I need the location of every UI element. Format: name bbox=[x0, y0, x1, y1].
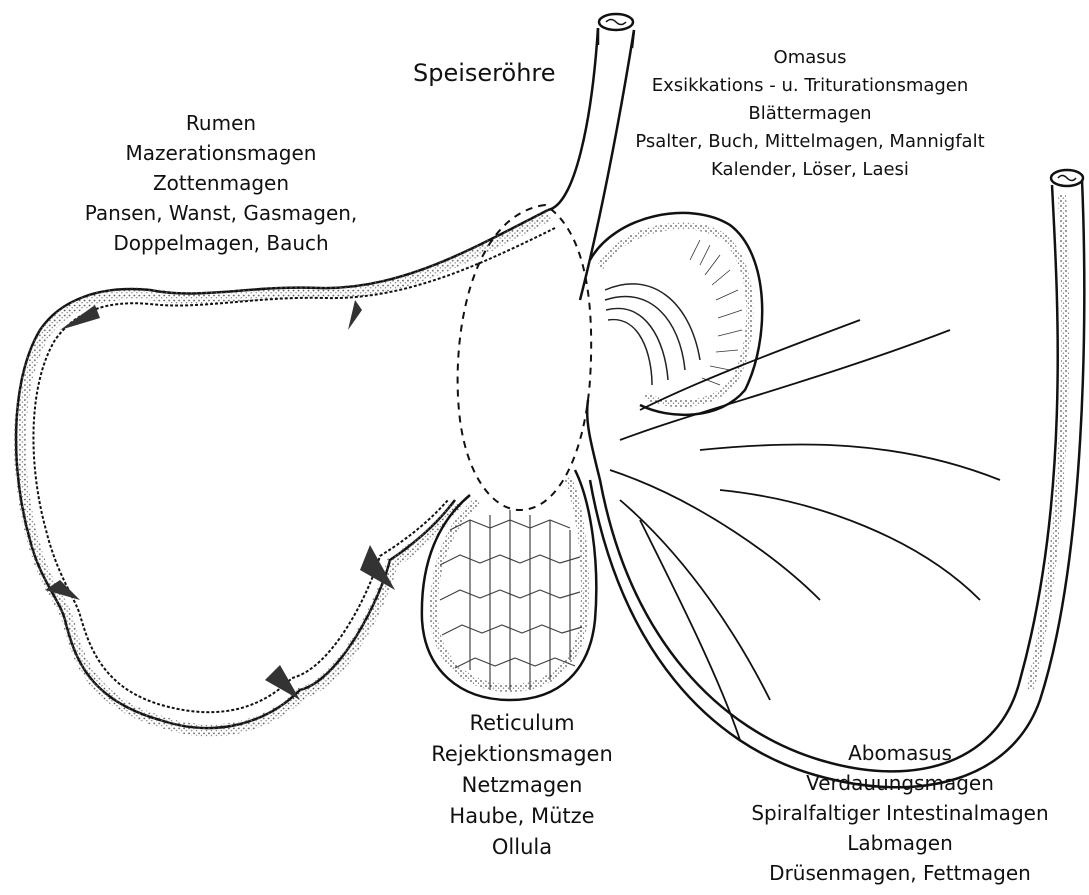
label-omasus: Omasus Exsikkations - u. Triturationsmag… bbox=[620, 44, 1000, 184]
rumen-line-5: Doppelmagen, Bauch bbox=[66, 228, 376, 258]
abomasus-line-1: Abomasus bbox=[720, 738, 1080, 768]
abomasus bbox=[587, 170, 1084, 787]
reticulum-line-3: Netzmagen bbox=[412, 770, 632, 801]
omasus bbox=[590, 213, 762, 415]
omasus-line-5: Kalender, Löser, Laesi bbox=[620, 156, 1000, 184]
omasus-line-3: Blättermagen bbox=[620, 100, 1000, 128]
rumen-line-4: Pansen, Wanst, Gasmagen, bbox=[66, 198, 376, 228]
reticulum-line-2: Rejektionsmagen bbox=[412, 739, 632, 770]
rumen-line-3: Zottenmagen bbox=[66, 168, 376, 198]
reticulum bbox=[422, 205, 596, 700]
omasus-line-2: Exsikkations - u. Triturationsmagen bbox=[620, 72, 1000, 100]
reticulum-line-4: Haube, Mütze bbox=[412, 801, 632, 832]
label-rumen: Rumen Mazerationsmagen Zottenmagen Panse… bbox=[66, 108, 376, 258]
label-abomasus: Abomasus Verdauungsmagen Spiralfaltiger … bbox=[720, 738, 1080, 888]
rumen-line-2: Mazerationsmagen bbox=[66, 138, 376, 168]
abomasus-line-5: Drüsenmagen, Fettmagen bbox=[720, 858, 1080, 888]
omasus-line-4: Psalter, Buch, Mittelmagen, Mannigfalt bbox=[620, 128, 1000, 156]
rumen-line-1: Rumen bbox=[66, 108, 376, 138]
abomasus-line-2: Verdauungsmagen bbox=[720, 768, 1080, 798]
label-esophagus: Speiseröhre bbox=[413, 58, 556, 88]
abomasus-line-4: Labmagen bbox=[720, 828, 1080, 858]
label-reticulum: Reticulum Rejektionsmagen Netzmagen Haub… bbox=[412, 708, 632, 863]
reticulum-line-1: Reticulum bbox=[412, 708, 632, 739]
omasus-line-1: Omasus bbox=[620, 44, 1000, 72]
reticulum-line-5: Ollula bbox=[412, 832, 632, 863]
abomasus-line-3: Spiralfaltiger Intestinalmagen bbox=[720, 798, 1080, 828]
